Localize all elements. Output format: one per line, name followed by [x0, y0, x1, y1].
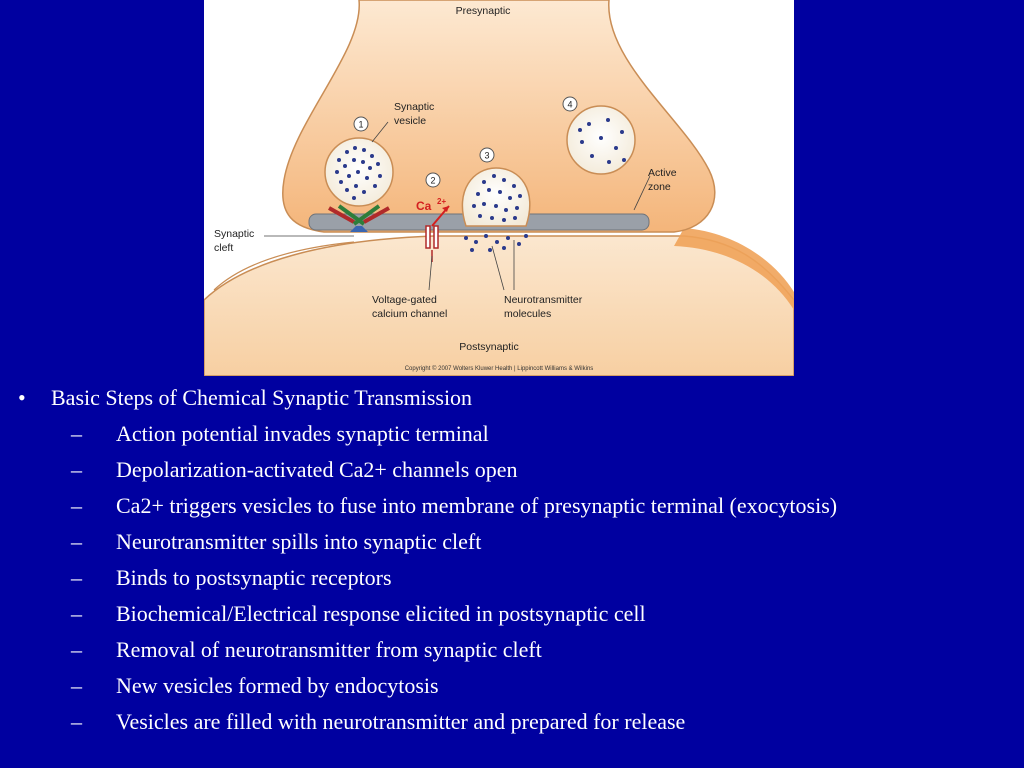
step-text: Depolarization-activated Ca2+ channels o… — [116, 457, 518, 482]
snare-proteins — [328, 204, 390, 232]
sub-bullet: – Vesicles are filled with neurotransmit… — [0, 704, 1024, 740]
postsynaptic-edge — [674, 228, 794, 310]
copyright-text: Copyright © 2007 Wolters Kluwer Health |… — [405, 365, 594, 372]
step-text: New vesicles formed by endocytosis — [116, 673, 439, 698]
sub-bullet: – Binds to postsynaptic receptors — [0, 560, 1024, 596]
presynaptic-label: Presynaptic — [456, 5, 511, 17]
sub-bullet-marker: – — [71, 601, 82, 626]
neurotransmitter-label-line1: Neurotransmitter — [504, 294, 583, 306]
vesicle-3 — [461, 167, 531, 227]
sub-bullet-marker: – — [71, 529, 82, 554]
calcium-channel-label-line2: calcium channel — [372, 308, 447, 320]
step-text: Biochemical/Electrical response elicited… — [116, 601, 646, 626]
sub-bullet: – Neurotransmitter spills into synaptic … — [0, 524, 1024, 560]
synaptic-cleft-label-line2: cleft — [214, 242, 233, 254]
step-markers: 1 2 3 4 — [353, 96, 578, 188]
ca-charge-label: 2+ — [437, 197, 446, 206]
sub-bullet: – Action potential invades synaptic term… — [0, 416, 1024, 452]
bullet-marker: • — [18, 385, 26, 410]
sub-bullet-marker: – — [71, 565, 82, 590]
slide-body: • Basic Steps of Chemical Synaptic Trans… — [0, 380, 1024, 740]
step-text: Removal of neurotransmitter from synapti… — [116, 637, 542, 662]
step-text: Ca2+ triggers vesicles to fuse into memb… — [116, 493, 838, 518]
bullet-heading: Basic Steps of Chemical Synaptic Transmi… — [51, 385, 473, 410]
step-3-label: 3 — [484, 151, 489, 161]
sub-bullet-marker: – — [71, 709, 82, 734]
step-2-label: 2 — [430, 176, 435, 186]
leader-lines — [264, 121, 651, 291]
vesicle-1-dots — [335, 146, 382, 200]
sub-bullet: – Ca2+ triggers vesicles to fuse into me… — [0, 488, 1024, 524]
calcium-channel-label-line1: Voltage-gated — [372, 294, 437, 306]
sub-bullet: – Removal of neurotransmitter from synap… — [0, 632, 1024, 668]
step-text: Neurotransmitter spills into synaptic cl… — [116, 529, 482, 554]
left-membrane-curve — [213, 241, 355, 291]
sub-bullet-marker: – — [71, 421, 82, 446]
synaptic-cleft-label-line1: Synaptic — [214, 228, 254, 240]
neurotransmitter-label-line2: molecules — [504, 308, 551, 320]
sub-bullet-marker: – — [71, 457, 82, 482]
neurotransmitter-dots — [464, 174, 528, 252]
synaptic-vesicle-label-line2: vesicle — [394, 115, 426, 127]
postsynaptic-cell — [204, 235, 794, 376]
sub-bullet-marker: – — [71, 673, 82, 698]
synapse-diagram: 1 2 3 4 Ca 2+ Presynaptic Synaptic vesic… — [204, 0, 794, 376]
ca-ion-label: Ca — [416, 199, 432, 213]
vesicle-4-dots — [578, 118, 626, 164]
active-zone-label-line2: zone — [648, 181, 671, 193]
sub-bullet-marker: – — [71, 493, 82, 518]
sub-bullet-marker: – — [71, 637, 82, 662]
step-text: Binds to postsynaptic receptors — [116, 565, 392, 590]
calcium-channel — [425, 205, 450, 262]
step-1-label: 1 — [358, 120, 363, 130]
step-4-label: 4 — [567, 100, 572, 110]
sub-bullet: – New vesicles formed by endocytosis — [0, 668, 1024, 704]
postsynaptic-label: Postsynaptic — [459, 341, 519, 353]
synaptic-vesicle-label-line1: Synaptic — [394, 101, 434, 113]
active-zone-label-line1: Active — [648, 167, 677, 179]
step-text: Action potential invades synaptic termin… — [116, 421, 489, 446]
step-text: Vesicles are filled with neurotransmitte… — [116, 709, 686, 734]
main-bullet: • Basic Steps of Chemical Synaptic Trans… — [0, 380, 1024, 416]
sub-bullet: – Depolarization-activated Ca2+ channels… — [0, 452, 1024, 488]
sub-bullet: – Biochemical/Electrical response elicit… — [0, 596, 1024, 632]
